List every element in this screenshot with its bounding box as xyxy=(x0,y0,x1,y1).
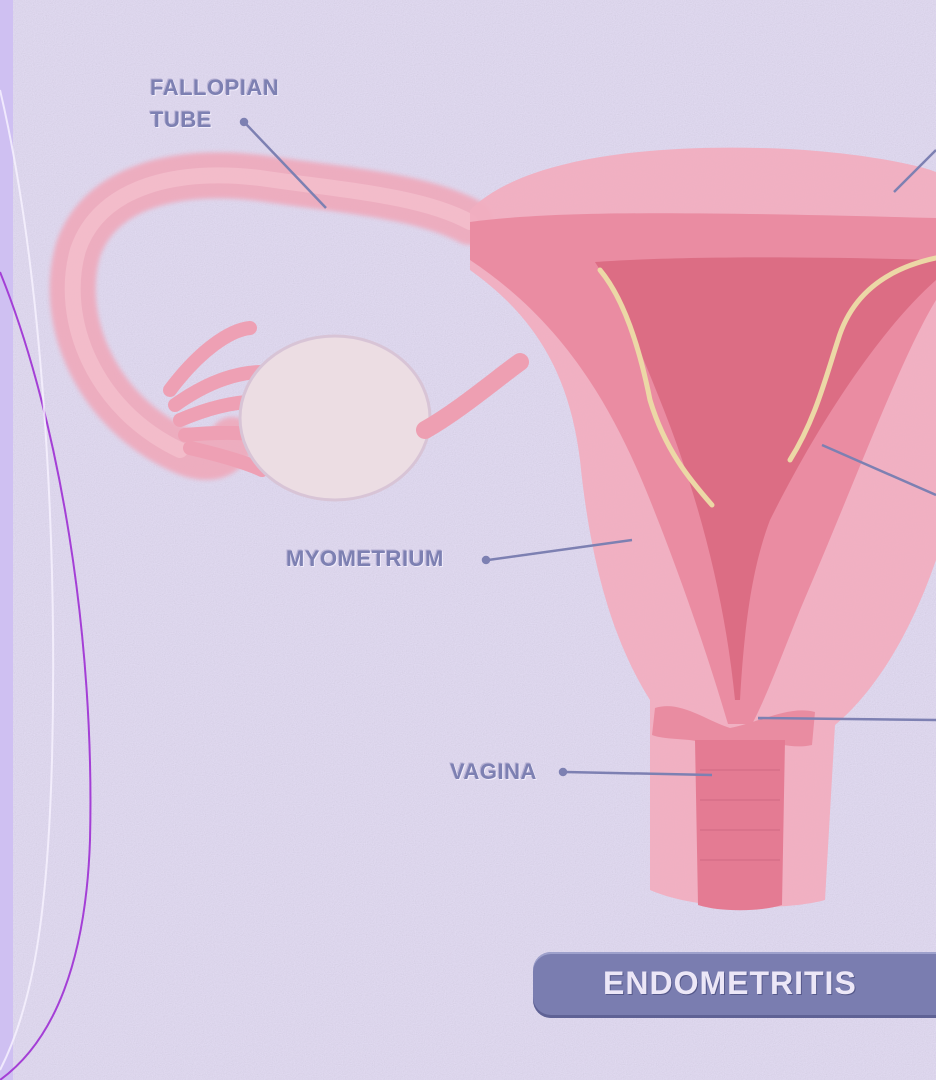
left-edge-band xyxy=(0,0,13,1080)
diagram-title: ENDOMETRITIS xyxy=(603,965,857,1002)
myometrium-label: MYOMETRIUM xyxy=(286,546,444,572)
ovary xyxy=(240,336,430,500)
vagina-label: VAGINA xyxy=(450,759,537,785)
fallopian-tube-label-line1: FALLOPIAN xyxy=(150,72,279,104)
fallopian-tube-label-line2: TUBE xyxy=(150,104,279,136)
fallopian-tube-label: FALLOPIAN TUBE xyxy=(150,72,279,136)
vaginal-canal xyxy=(695,740,785,910)
title-banner: ENDOMETRITIS xyxy=(533,952,936,1018)
